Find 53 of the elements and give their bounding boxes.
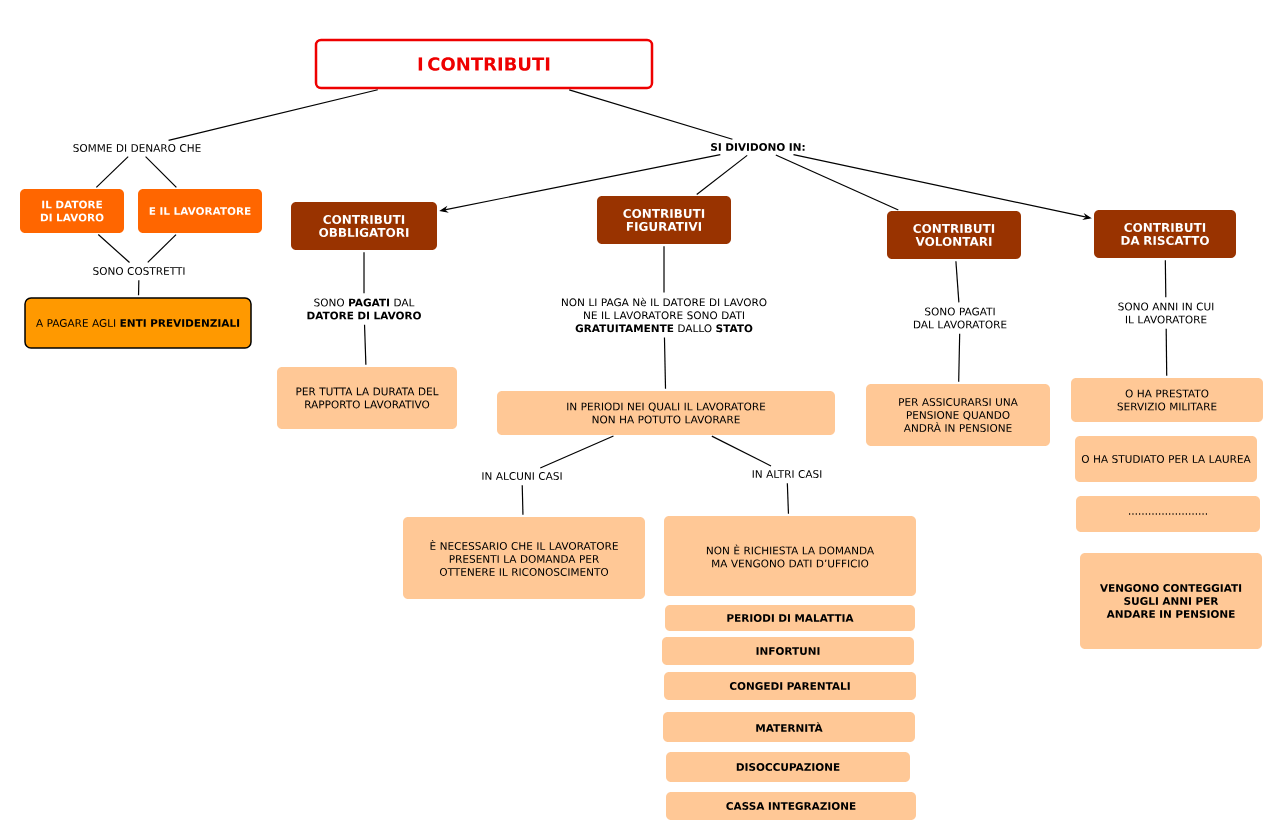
concept-box: PER ASSICURARSI UNA PENSIONE QUANDO ANDRÀ IN PENSIONE	[866, 384, 1050, 446]
connector-line	[539, 435, 615, 469]
connector-line	[696, 154, 748, 196]
concept-box: O HA PRESTATO SERVIZIO MILITARE	[1071, 378, 1263, 422]
connector-line	[775, 154, 899, 211]
title-box: I CONTRIBUTI	[314, 38, 654, 90]
category-box: CONTRIBUTI FIGURATIVI	[597, 196, 731, 244]
concept-box: VENGONO CONTEGGIATI SUGLI ANNI PER ANDARE IN PENSIONE	[1080, 553, 1262, 649]
concept-box: NON È RICHIESTA LA DOMANDA MA VENGONO DATI D’UFFICIO	[664, 516, 916, 596]
subject-box: IL DATORE DI LAVORO	[20, 189, 124, 233]
connector-line	[955, 260, 960, 303]
linking-text: SONO ANNI IN CUI IL LAVORATORE	[1118, 302, 1214, 324]
connector-line	[145, 156, 177, 188]
connector-line	[568, 89, 734, 140]
concept-box: CASSA INTEGRAZIONE	[666, 792, 916, 820]
connector-line	[786, 482, 790, 515]
result-box: A PAGARE AGLI ENTI PREVIDENZIALI	[24, 297, 252, 349]
linking-text: SONO COSTRETTI	[93, 267, 185, 275]
concept-box: O HA STUDIATO PER LA LAUREA	[1075, 436, 1257, 482]
concept-box: IN PERIODI NEI QUALI IL LAVORATORE NON HA POTUTO LAVORARE	[497, 391, 835, 435]
concept-box: PERIODI DI MALATTIA	[665, 605, 915, 631]
connector-line	[363, 251, 365, 294]
category-box: CONTRIBUTI DA RISCATTO	[1094, 210, 1236, 258]
concept-box: MATERNITÀ	[663, 712, 915, 742]
connector-line	[663, 336, 667, 390]
concept-box: È NECESSARIO CHE IL LAVORATORE PRESENTI LA DOMANDA PER OTTENERE IL RICONOSCIMENTO	[403, 517, 645, 599]
concept-box: ........................	[1076, 496, 1260, 532]
linking-text: SI DIVIDONO IN:	[711, 143, 805, 151]
concept-box: DISOCCUPAZIONE	[666, 752, 910, 782]
connector-line	[1165, 328, 1168, 377]
connector-line	[521, 484, 524, 516]
connector-line	[167, 89, 379, 141]
linking-text: IN ALTRI CASI	[752, 470, 822, 478]
connector-line	[97, 233, 131, 264]
connector-line	[711, 435, 772, 467]
category-box: CONTRIBUTI VOLONTARI	[887, 211, 1021, 259]
concept-box: CONGEDI PARENTALI	[664, 672, 916, 700]
connector-line	[137, 279, 140, 296]
linking-text: SONO PAGATI DAL LAVORATORE	[913, 307, 1007, 329]
connector-line	[147, 234, 177, 264]
concept-box: INFORTUNI	[662, 637, 914, 665]
connector-line	[663, 245, 665, 294]
concept-box: PER TUTTA LA DURATA DEL RAPPORTO LAVORATIVO	[277, 367, 457, 429]
connector-line	[958, 333, 961, 383]
linking-text: IN ALCUNI CASI	[482, 472, 562, 480]
subject-box: E IL LAVORATORE	[138, 189, 262, 233]
linking-text: SONO PAGATI DAL DATORE DI LAVORO	[307, 298, 421, 320]
connector-line	[363, 324, 367, 366]
linking-text: SOMME DI DENARO CHE	[73, 144, 201, 152]
linking-text: NON LI PAGA Nè IL DATORE DI LAVORO NE IL LAVORATORE SONO DATI GRATUITAMENTE DALLO STATO	[561, 297, 767, 333]
connector-line	[1164, 259, 1167, 298]
category-box: CONTRIBUTI OBBLIGATORI	[291, 202, 437, 250]
connector-line	[95, 155, 129, 188]
